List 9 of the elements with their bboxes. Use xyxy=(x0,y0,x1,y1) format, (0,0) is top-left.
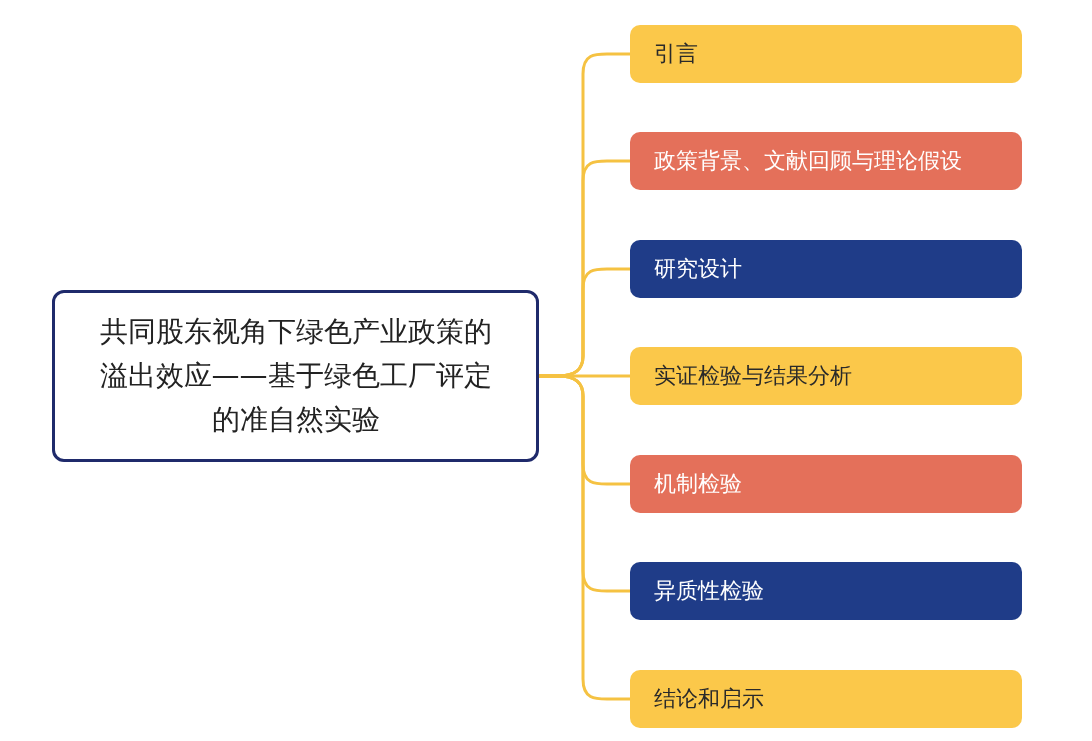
topic-box: 实证检验与结果分析 xyxy=(630,347,1022,405)
topic-box: 政策背景、文献回顾与理论假设 xyxy=(630,132,1022,190)
brace-connector xyxy=(539,374,630,701)
topic-box: 研究设计 xyxy=(630,240,1022,298)
topic-box: 异质性检验 xyxy=(630,562,1022,620)
topic-box: 机制检验 xyxy=(630,455,1022,513)
title-box: 共同股东视角下绿色产业政策的溢出效应——基于绿色工厂评定的准自然实验 xyxy=(52,290,539,462)
topic-box: 结论和启示 xyxy=(630,670,1022,728)
topic-box: 引言 xyxy=(630,25,1022,83)
